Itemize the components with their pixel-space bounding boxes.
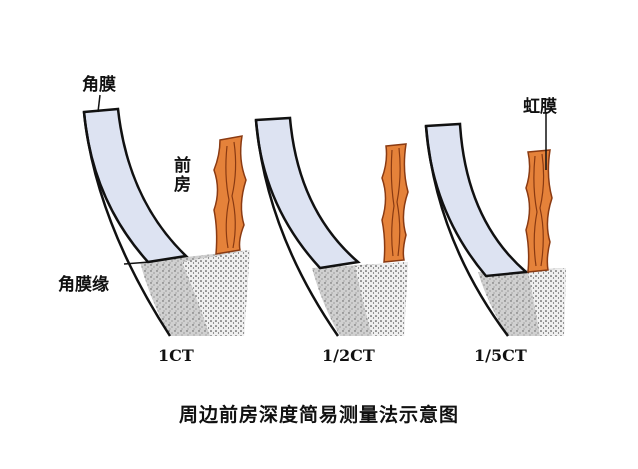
panel-2 (254, 116, 409, 337)
cornea-outer-2 (254, 119, 340, 337)
iris-texture-1 (225, 141, 237, 249)
label-anterior-chamber: 前房 (170, 156, 190, 194)
cornea-2 (254, 116, 361, 270)
label-limbus: 角膜缘 (58, 275, 109, 295)
cornea-outer-1 (82, 111, 172, 337)
iris-texture-2 (390, 147, 401, 257)
ratio-label-2: 1/2CT (322, 346, 375, 365)
angle-region-3 (528, 268, 566, 336)
label-iris: 虹膜 (523, 97, 557, 117)
iris-texture-3 (533, 153, 545, 267)
cornea-outer-3 (424, 125, 510, 337)
cornea-3 (424, 122, 530, 278)
iris-1 (213, 135, 247, 255)
leader-limbus (123, 261, 151, 265)
panel-1 (82, 107, 250, 337)
angle-region-2 (355, 262, 408, 336)
leader-cornea (97, 94, 101, 113)
label-cornea: 角膜 (82, 75, 116, 95)
iris-3 (525, 149, 553, 273)
panel-3 (424, 122, 566, 337)
iris-2 (381, 143, 409, 263)
figure-caption: 周边前房深度简易测量法示意图 (178, 404, 459, 426)
ratio-label-1: 1CT (158, 346, 194, 365)
angle-region-1 (182, 250, 250, 336)
ratio-label-3: 1/5CT (474, 346, 527, 365)
